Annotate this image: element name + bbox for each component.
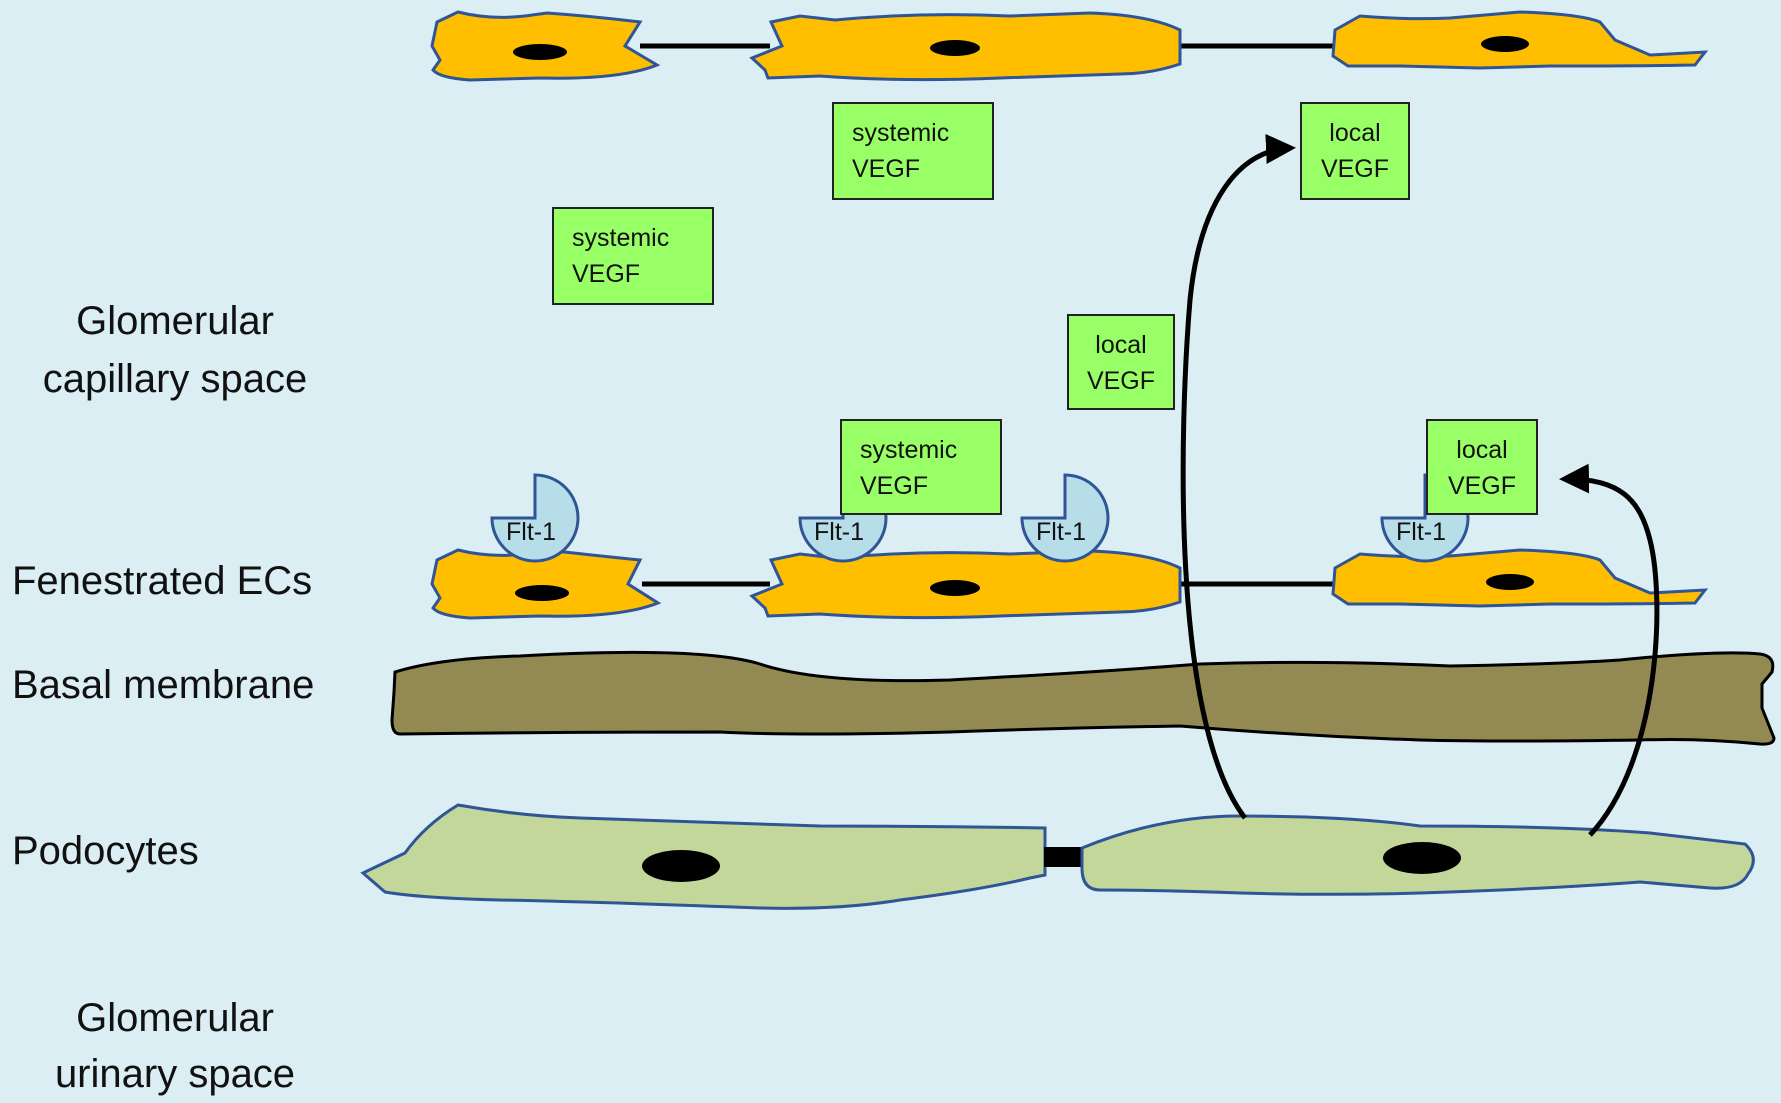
nucleus <box>930 40 980 56</box>
label-line: urinary space <box>20 1046 330 1102</box>
basal-membrane <box>392 652 1774 744</box>
label-basal-membrane: Basal membrane <box>12 656 314 714</box>
vegf-box-line2: VEGF <box>1069 363 1173 399</box>
flt1-receptor: Flt-1 <box>492 475 578 561</box>
local-vegf-box-bound: local VEGF <box>1426 419 1538 515</box>
vegf-box-line1: systemic <box>852 115 992 151</box>
label-line: Glomerular <box>20 990 330 1046</box>
nucleus <box>513 44 567 60</box>
label-podocytes: Podocytes <box>12 822 199 880</box>
podocyte-layer <box>363 805 1753 908</box>
label-line: Glomerular <box>20 292 330 350</box>
vegf-box-line1: local <box>1069 327 1173 363</box>
vegf-box-line2: VEGF <box>1302 151 1408 187</box>
label-glomerular-urinary-space: Glomerular urinary space <box>20 990 330 1102</box>
label-line: Podocytes <box>12 829 199 873</box>
receptor-label: Flt-1 <box>814 518 864 546</box>
label-glomerular-capillary-space: Glomerular capillary space <box>20 292 330 408</box>
systemic-vegf-box: systemic VEGF <box>552 207 714 305</box>
nucleus <box>1383 842 1461 874</box>
receptor-label: Flt-1 <box>506 518 556 546</box>
vegf-box-line2: VEGF <box>852 151 992 187</box>
vegf-box-line2: VEGF <box>860 468 1000 504</box>
vegf-box-line1: systemic <box>572 220 712 256</box>
nucleus <box>1486 574 1534 590</box>
label-fenestrated-ecs: Fenestrated ECs <box>12 552 312 610</box>
slit-diaphragm <box>1044 847 1082 867</box>
flt1-receptor: Flt-1 <box>1022 475 1108 561</box>
local-vegf-box: local VEGF <box>1300 102 1410 200</box>
systemic-vegf-box-bound: systemic VEGF <box>840 419 1002 515</box>
vegf-box-line2: VEGF <box>1428 468 1536 504</box>
label-line: Fenestrated ECs <box>12 559 312 603</box>
vegf-box-line1: systemic <box>860 432 1000 468</box>
receptor-label: Flt-1 <box>1396 518 1446 546</box>
nucleus <box>930 580 980 596</box>
receptor-label: Flt-1 <box>1036 518 1086 546</box>
vegf-box-line1: local <box>1302 115 1408 151</box>
label-line: Basal membrane <box>12 663 314 707</box>
nucleus <box>1481 36 1529 52</box>
top-endothelial-layer <box>432 12 1705 80</box>
vegf-box-line2: VEGF <box>572 256 712 292</box>
vegf-box-line1: local <box>1428 432 1536 468</box>
nucleus <box>515 585 569 601</box>
local-vegf-box: local VEGF <box>1067 314 1175 410</box>
systemic-vegf-box: systemic VEGF <box>832 102 994 200</box>
label-line: capillary space <box>20 350 330 408</box>
nucleus <box>642 850 720 882</box>
